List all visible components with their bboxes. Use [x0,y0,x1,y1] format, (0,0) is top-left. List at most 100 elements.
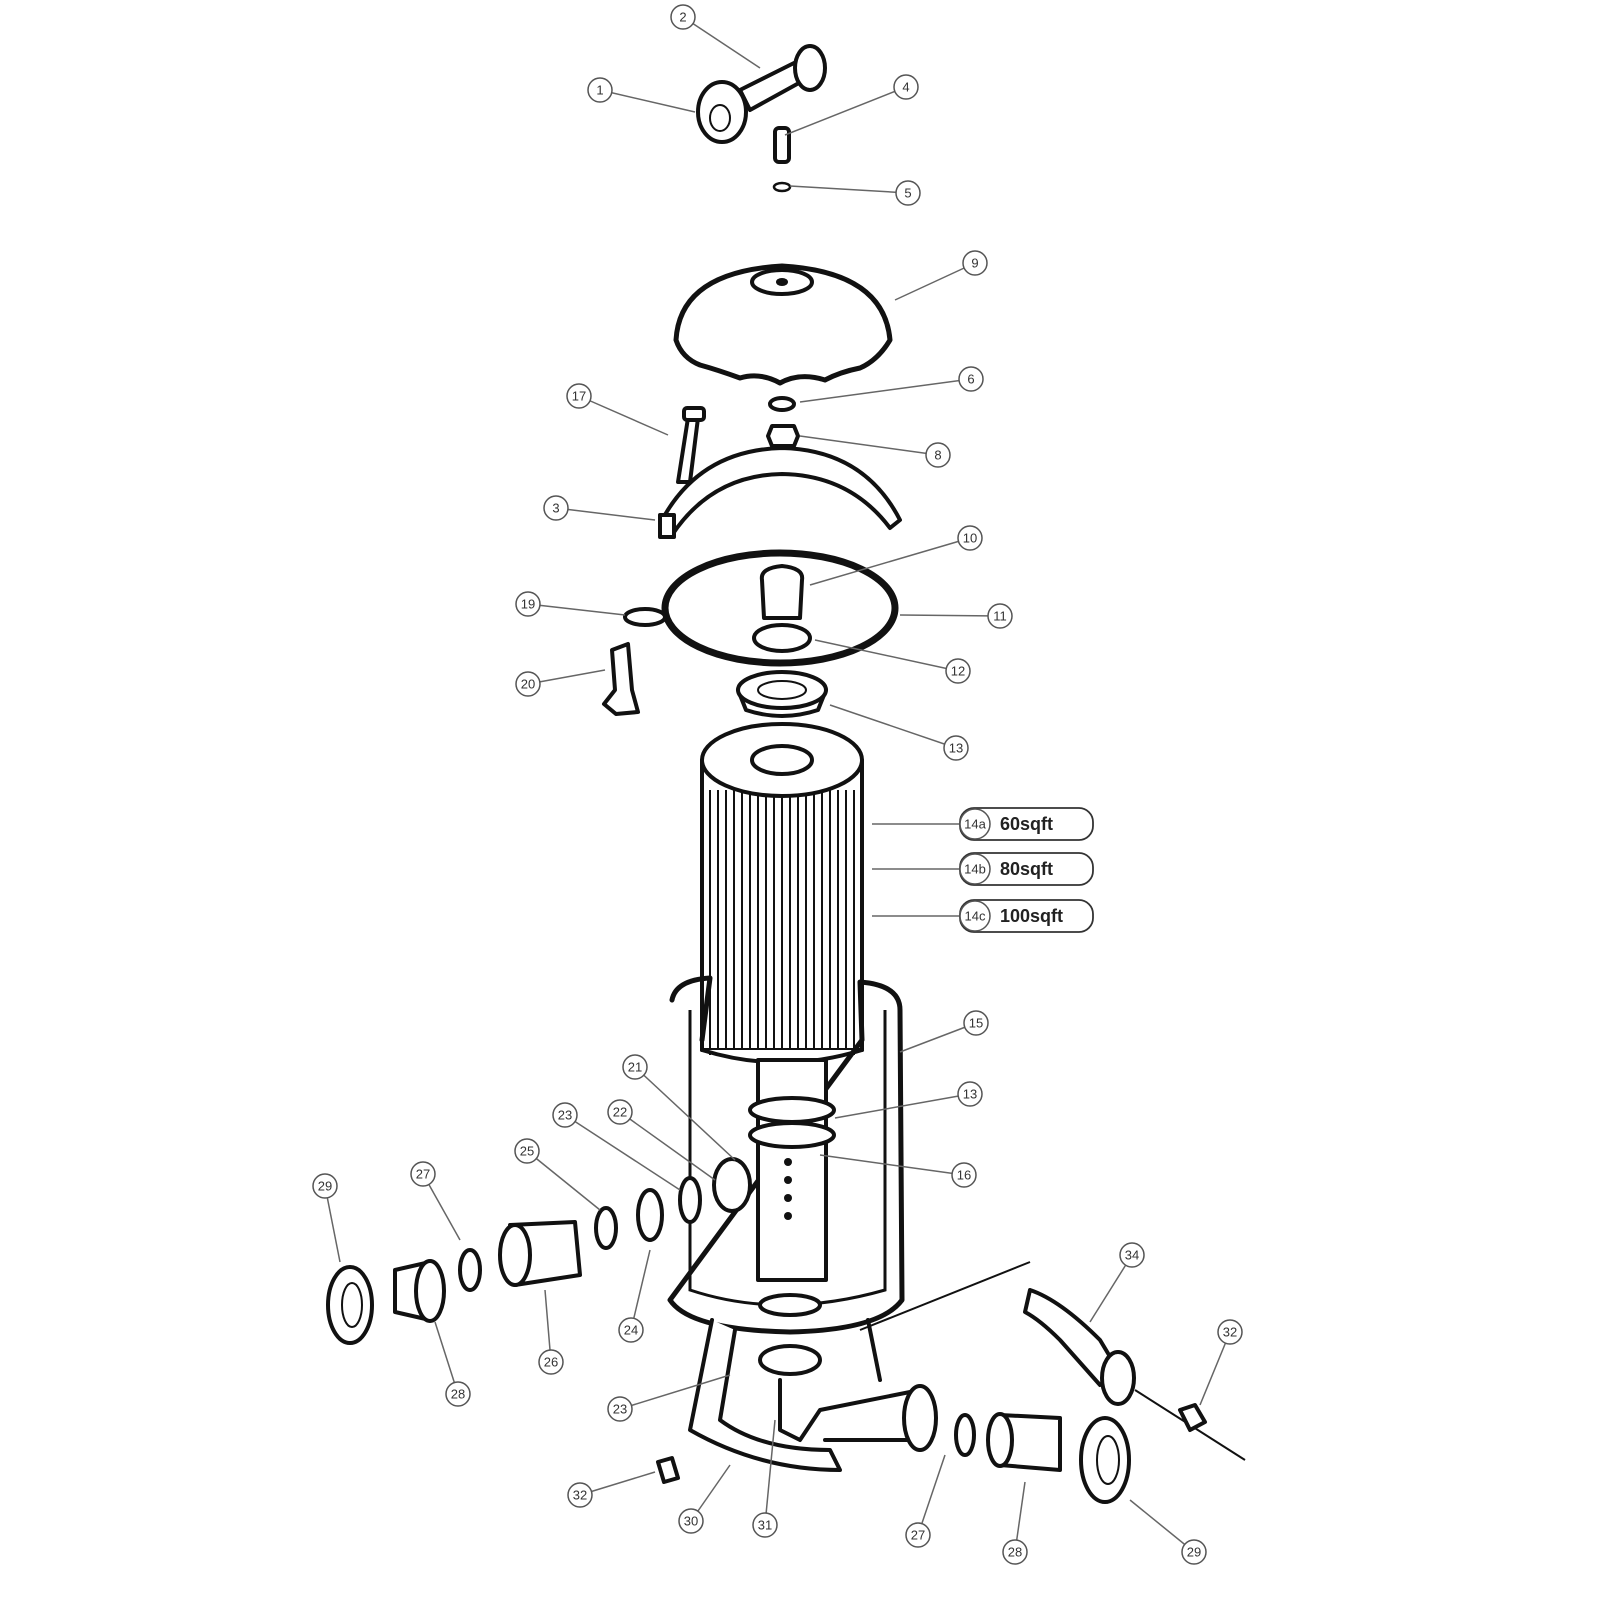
callout-12: 12 [945,658,971,684]
callout-6: 6 [958,366,984,392]
callout-circle [957,1081,983,1107]
callout-13: 13 [957,1081,983,1107]
callout-circle [752,1512,778,1538]
callout-number: 14c [965,909,986,924]
callout-27: 27 [905,1522,931,1548]
callout-circle [957,525,983,551]
cartridge-size: 100sqft [1000,906,1063,926]
callout-31: 31 [752,1512,778,1538]
callout-circle [959,853,991,885]
callout-32: 32 [567,1482,593,1508]
standpipe [756,1058,828,1282]
callout-number: 28 [451,1387,465,1402]
leader-line [579,1471,656,1496]
callout-number: 15 [969,1016,983,1031]
clamp-band [660,446,902,537]
callout-30: 30 [678,1508,704,1534]
leader-line [834,1093,971,1119]
callout-circle [618,1317,644,1343]
leader-line [682,16,761,69]
callout-8: 8 [925,442,951,468]
callout-number: 3 [552,501,559,516]
callout-circle [312,1173,338,1199]
callout-circle [951,1162,977,1188]
drain-plug [1178,1403,1207,1432]
union-nut [1079,1416,1131,1504]
callout-24: 24 [618,1317,644,1343]
callout-17: 17 [566,383,592,409]
leader-line [809,537,971,586]
callout-number: 23 [613,1402,627,1417]
callout-10: 10 [957,525,983,551]
leader-line [799,378,972,403]
leader-line [578,395,669,436]
plug [759,564,805,620]
drain-plug [656,1456,680,1484]
leader-line [527,603,626,616]
leader-line [634,1066,736,1161]
callout-number: 27 [911,1528,925,1543]
o-ring [954,1413,976,1457]
callout-number: 13 [963,1087,977,1102]
callout-circle [515,591,541,617]
callout-number: 32 [573,1488,587,1503]
callout-circle [552,1102,578,1128]
callout-number: 11 [993,609,1007,624]
leader-line [527,669,606,685]
cartridge-size: 60sqft [1000,814,1053,834]
leader-line [630,1249,651,1331]
leader-line [799,435,939,456]
leader-line [899,1022,977,1053]
nut [766,424,800,448]
callout-circle [1217,1319,1243,1345]
callout-5: 5 [895,180,921,206]
leader-line [526,1150,601,1211]
callout-32: 32 [1217,1319,1243,1345]
leader-line [764,1419,776,1526]
callout-circle [607,1099,633,1125]
callout-number: 23 [558,1108,572,1123]
bulkhead-nut [712,1157,752,1213]
callout-number: 14b [964,862,986,877]
callout-number: 10 [963,531,977,546]
callout-number: 9 [971,256,978,271]
leader-line [789,185,909,194]
callout-number: 20 [521,677,535,692]
callout-number: 34 [1125,1248,1139,1263]
callout-16: 16 [951,1162,977,1188]
callout-25: 25 [514,1138,540,1164]
callout-number: 4 [902,80,909,95]
callout-29: 29 [312,1173,338,1199]
leader-line [555,507,656,521]
filter-cartridge [700,722,864,1065]
callout-number: 13 [949,741,963,756]
callout-circle [925,442,951,468]
callout-3: 3 [543,495,569,521]
callout-circle [963,1010,989,1036]
callout-number: 22 [613,1105,627,1120]
leader-line [324,1185,341,1263]
gasket [636,1188,664,1242]
filter-base [688,1318,882,1472]
callout-number: 6 [967,372,974,387]
callout-circle [410,1161,436,1187]
callout-number: 1 [596,83,603,98]
callout-number: 21 [628,1060,642,1075]
callout-circle [1002,1539,1028,1565]
callout-number: 30 [684,1514,698,1529]
callout-20: 20 [515,671,541,697]
callout-circle [945,658,971,684]
callout-number: 17 [572,389,586,404]
callout-number: 29 [318,1179,332,1194]
leader-line [599,89,696,113]
callout-circle [895,180,921,206]
callout-number: 31 [758,1518,772,1533]
callout-circle [566,383,592,409]
filter-lid [673,263,893,386]
callout-number: 29 [1187,1545,1201,1560]
callout-27: 27 [410,1161,436,1187]
leader-line [1199,1331,1231,1406]
